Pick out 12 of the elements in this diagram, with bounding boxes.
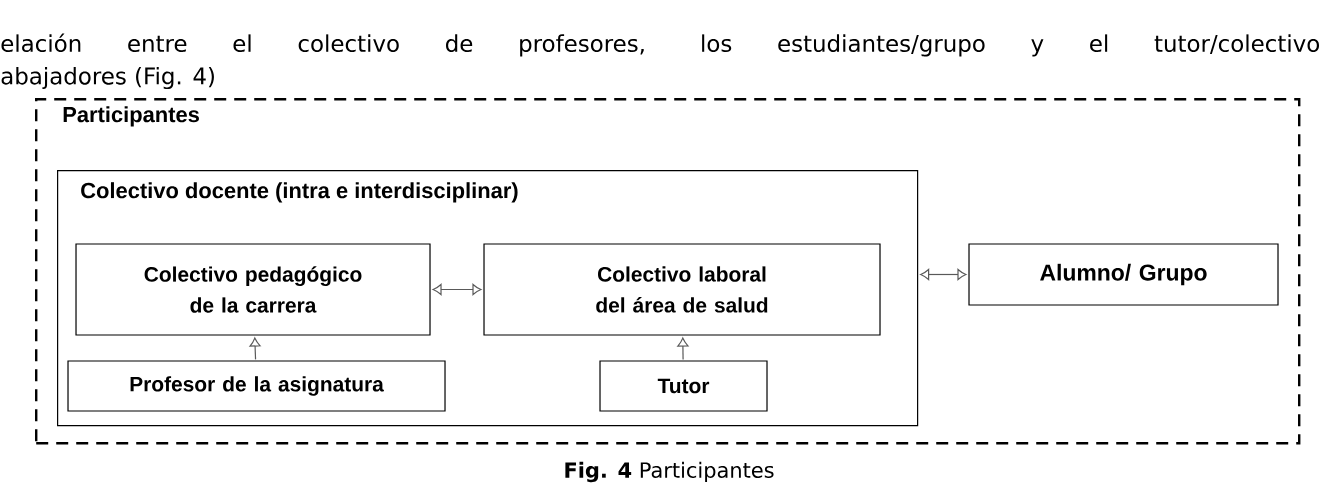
double-arrow: [432, 283, 482, 296]
process-box: Alumno/ Grupo: [968, 243, 1279, 306]
double-arrow: [249, 337, 261, 360]
double-arrow: [677, 337, 689, 360]
process-box: Tutor: [599, 360, 768, 412]
process-box: Colectivo pedagógico de la carrera: [75, 243, 431, 336]
process-box: Profesor de la asignatura: [67, 360, 446, 412]
paragraph-text: abajadores (Fig. 4): [1, 66, 214, 90]
caption: Fig. 4 Participantes: [565, 461, 774, 483]
paragraph-text: elación entre el colectivo de profesores, los estudiantes/grupo y el tutor/colectivo: [1, 33, 1320, 57]
process-box: Colectivo laboral del área de salud: [483, 243, 881, 336]
double-arrow: [920, 268, 967, 281]
